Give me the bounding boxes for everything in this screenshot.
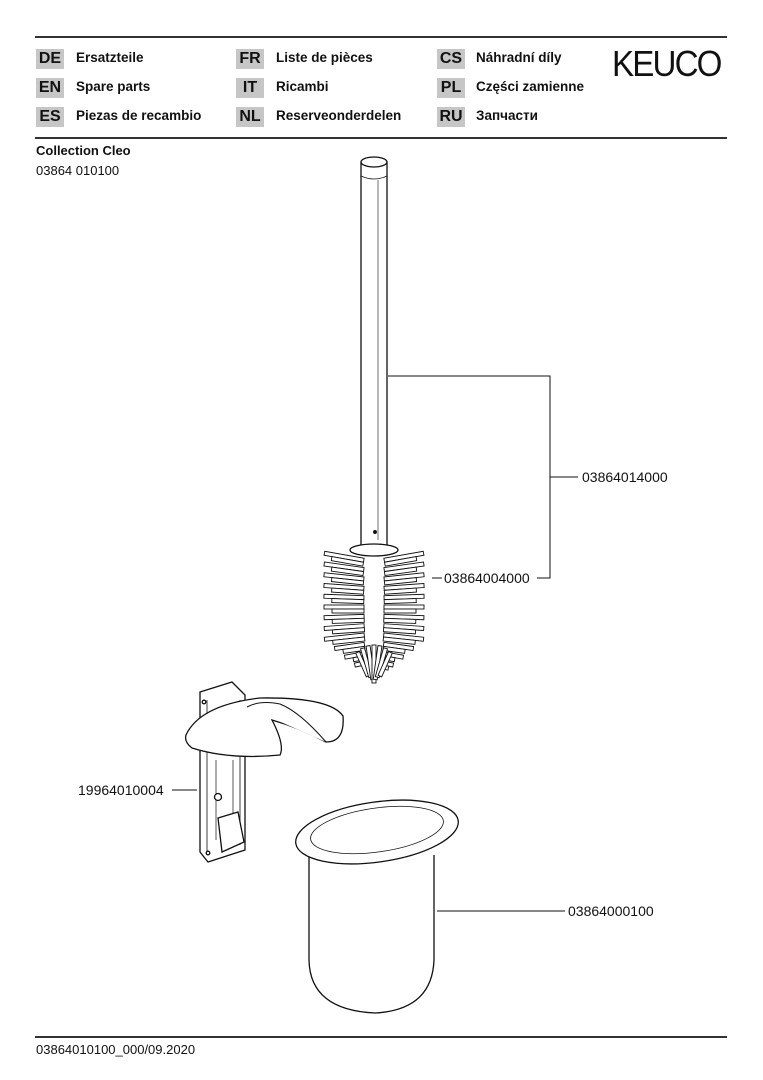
collection-name: Collection Cleo xyxy=(36,143,131,158)
lang-code-nl: NL xyxy=(236,107,264,127)
leader-lines xyxy=(172,375,578,912)
bristle xyxy=(332,636,366,645)
bristle xyxy=(331,587,365,595)
bristle xyxy=(383,566,418,577)
lang-code-fr: FR xyxy=(236,49,264,69)
bristle xyxy=(331,627,366,635)
lang-code-cs: CS xyxy=(437,49,465,69)
part-number-brush-head: 03864004000 xyxy=(444,570,530,586)
lang-code-pl: PL xyxy=(437,78,465,98)
bristle xyxy=(383,608,417,614)
bristle xyxy=(323,604,365,610)
top-rule xyxy=(35,36,727,38)
part-number-brush-complete: 03864014000 xyxy=(582,469,668,485)
bristle xyxy=(331,617,365,624)
lang-label-ru: Запчасти xyxy=(476,108,538,123)
lang-code-de: DE xyxy=(36,49,64,69)
bristle xyxy=(383,587,417,595)
lang-label-de: Ersatzteile xyxy=(76,50,144,65)
brush-handle xyxy=(349,156,399,557)
lang-code-it: IT xyxy=(236,78,264,98)
bristle xyxy=(382,627,417,635)
bristle xyxy=(330,577,365,586)
lang-label-en: Spare parts xyxy=(76,79,151,94)
lang-label-es: Piezas de recambio xyxy=(76,108,202,123)
footer-rule xyxy=(35,1036,727,1038)
bristle xyxy=(384,556,418,567)
bristle xyxy=(383,604,425,610)
lang-code-en: EN xyxy=(36,78,64,98)
lang-label-pl: Części zamienne xyxy=(476,79,585,94)
brush-head xyxy=(323,550,425,684)
bristle xyxy=(383,617,417,624)
bristle xyxy=(382,636,416,645)
header-rule xyxy=(35,137,727,139)
bristle xyxy=(330,566,365,577)
lang-label-nl: Reserveonderdelen xyxy=(276,108,402,123)
lang-label-it: Ricambi xyxy=(276,79,329,94)
document-id: 03864010100_000/09.2020 xyxy=(36,1042,196,1057)
bristle xyxy=(331,608,365,614)
part-number-holder: 19964010004 xyxy=(78,782,164,798)
bristle xyxy=(331,598,365,605)
bristle xyxy=(383,598,417,605)
keuco-logo: KEUCO xyxy=(612,43,722,84)
lang-label-cs: Náhradní díly xyxy=(476,50,562,65)
product-number: 03864 010100 xyxy=(36,163,120,178)
bristle xyxy=(330,556,364,567)
lang-code-ru: RU xyxy=(437,107,465,127)
bristle xyxy=(383,577,418,586)
part-number-glass: 03864000100 xyxy=(568,903,654,919)
lang-code-es: ES xyxy=(36,107,64,127)
wall-holder xyxy=(184,681,344,863)
lang-label-fr: Liste de pièces xyxy=(276,50,373,65)
bristle xyxy=(377,650,393,678)
glass-container xyxy=(295,799,459,1014)
